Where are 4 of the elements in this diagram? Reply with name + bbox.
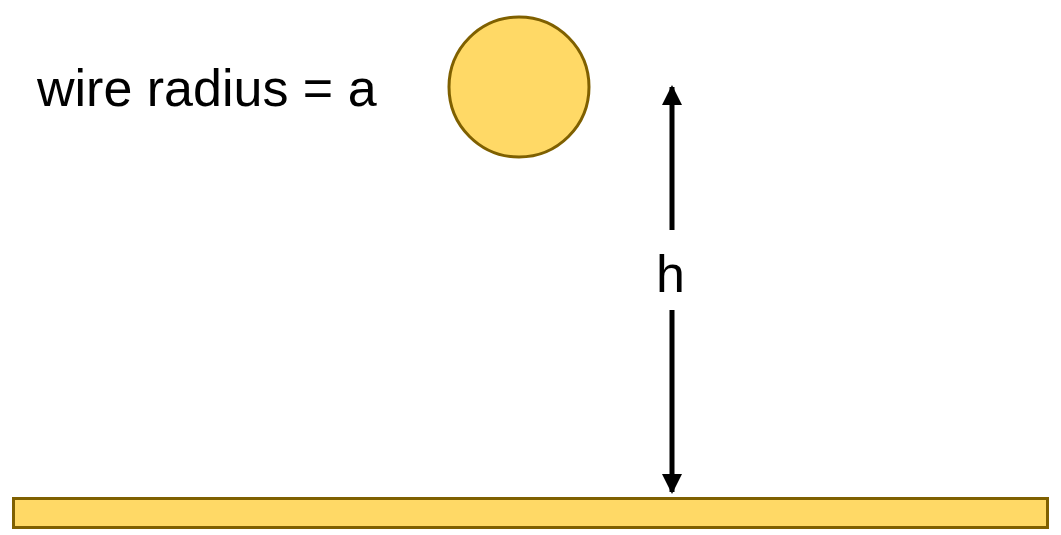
wire-circle (447, 15, 591, 159)
dimension-label: h (656, 244, 685, 305)
annotation-text: wire radius = a (37, 58, 377, 119)
ground-plane-bar (12, 497, 1049, 529)
